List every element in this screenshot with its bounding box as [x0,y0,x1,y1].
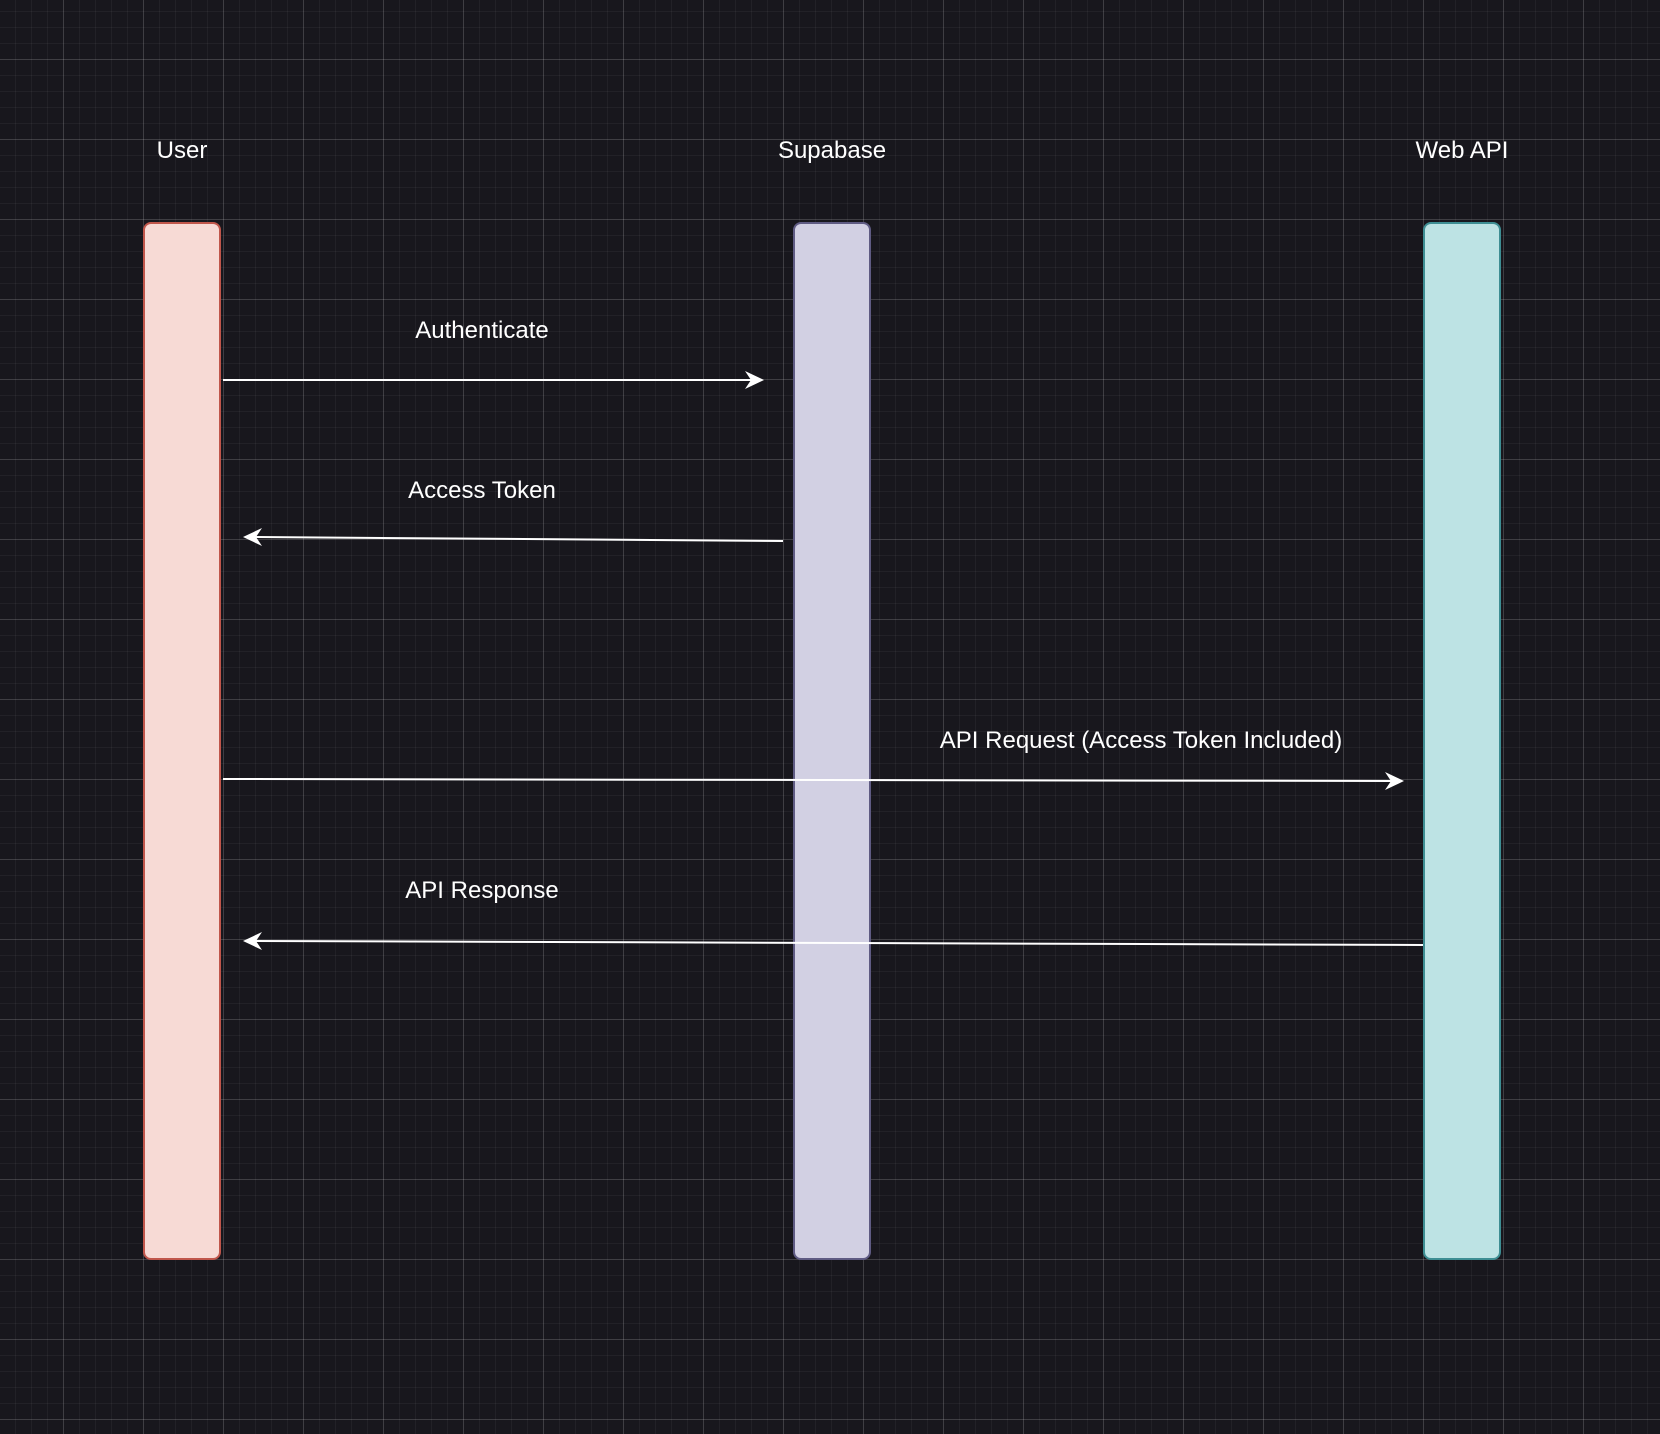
arrowhead-access-token [243,528,262,546]
lifeline-supabase[interactable] [793,222,871,1260]
message-label-authenticate: Authenticate [415,317,549,344]
arrowhead-api-request [1385,772,1404,790]
arrowhead-api-response [243,932,262,950]
message-label-api-response: API Response [405,877,559,904]
message-label-access-token: Access Token [408,477,556,504]
message-label-api-request: API Request (Access Token Included) [939,727,1343,754]
arrow-access-token[interactable] [255,536,784,542]
lifeline-user[interactable] [143,222,221,1260]
lifeline-web-api[interactable] [1423,222,1501,1260]
arrow-api-response[interactable] [255,940,1424,946]
arrowhead-authenticate [745,371,764,389]
actor-label-web-api: Web API [1415,137,1509,164]
actor-label-supabase: Supabase [777,137,887,164]
actor-label-user: User [156,137,208,164]
arrow-api-request[interactable] [222,778,1393,782]
